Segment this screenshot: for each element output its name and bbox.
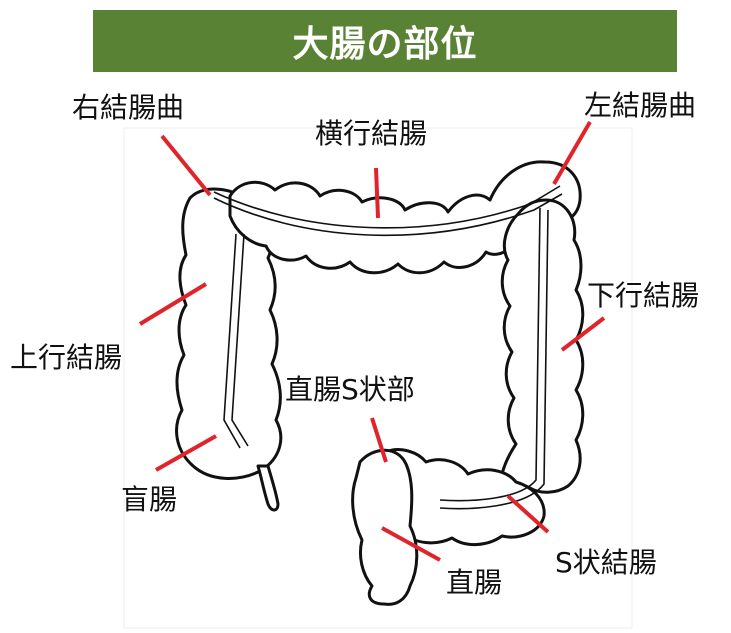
label-cecum: 盲腸 xyxy=(121,484,177,516)
label-ascending-colon: 上行結腸 xyxy=(10,342,122,374)
label-rectosigmoid: 直腸S状部 xyxy=(285,374,415,406)
label-transverse-colon: 横行結腸 xyxy=(315,118,427,150)
label-left-colic-flexure: 左結腸曲 xyxy=(584,90,696,122)
label-descending-colon: 下行結腸 xyxy=(587,280,699,312)
label-right-colic-flexure: 右結腸曲 xyxy=(72,92,184,124)
pointer-right-colic-flexure xyxy=(162,136,210,195)
label-rectum: 直腸 xyxy=(446,567,502,599)
pointer-transverse-colon xyxy=(376,168,378,218)
label-sigmoid-colon: S状結腸 xyxy=(555,547,657,579)
